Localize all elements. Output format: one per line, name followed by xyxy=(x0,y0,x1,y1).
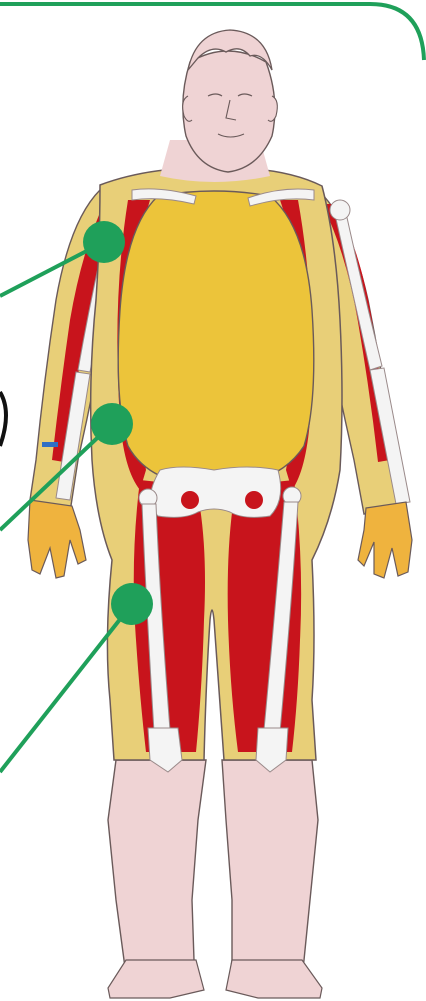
face xyxy=(183,51,275,172)
right-shoulder-joint xyxy=(330,200,350,220)
left-foot xyxy=(108,960,204,998)
thigh-marker xyxy=(111,583,153,625)
waist-marker xyxy=(91,403,133,445)
left-lower-leg xyxy=(108,760,206,992)
head xyxy=(183,30,278,172)
pelvis-hole-right xyxy=(245,491,263,509)
right-foot xyxy=(226,960,322,998)
frame-border xyxy=(0,4,424,60)
right-lower-leg xyxy=(222,760,318,992)
upper-arm-marker xyxy=(83,221,125,263)
pelvis-hole-left xyxy=(181,491,199,509)
left-wrist-band xyxy=(42,442,58,447)
visceral-fat xyxy=(118,191,314,486)
left-edge-arc xyxy=(0,392,6,446)
legs xyxy=(108,760,322,998)
left-hand xyxy=(28,500,86,578)
right-hand xyxy=(358,502,412,578)
